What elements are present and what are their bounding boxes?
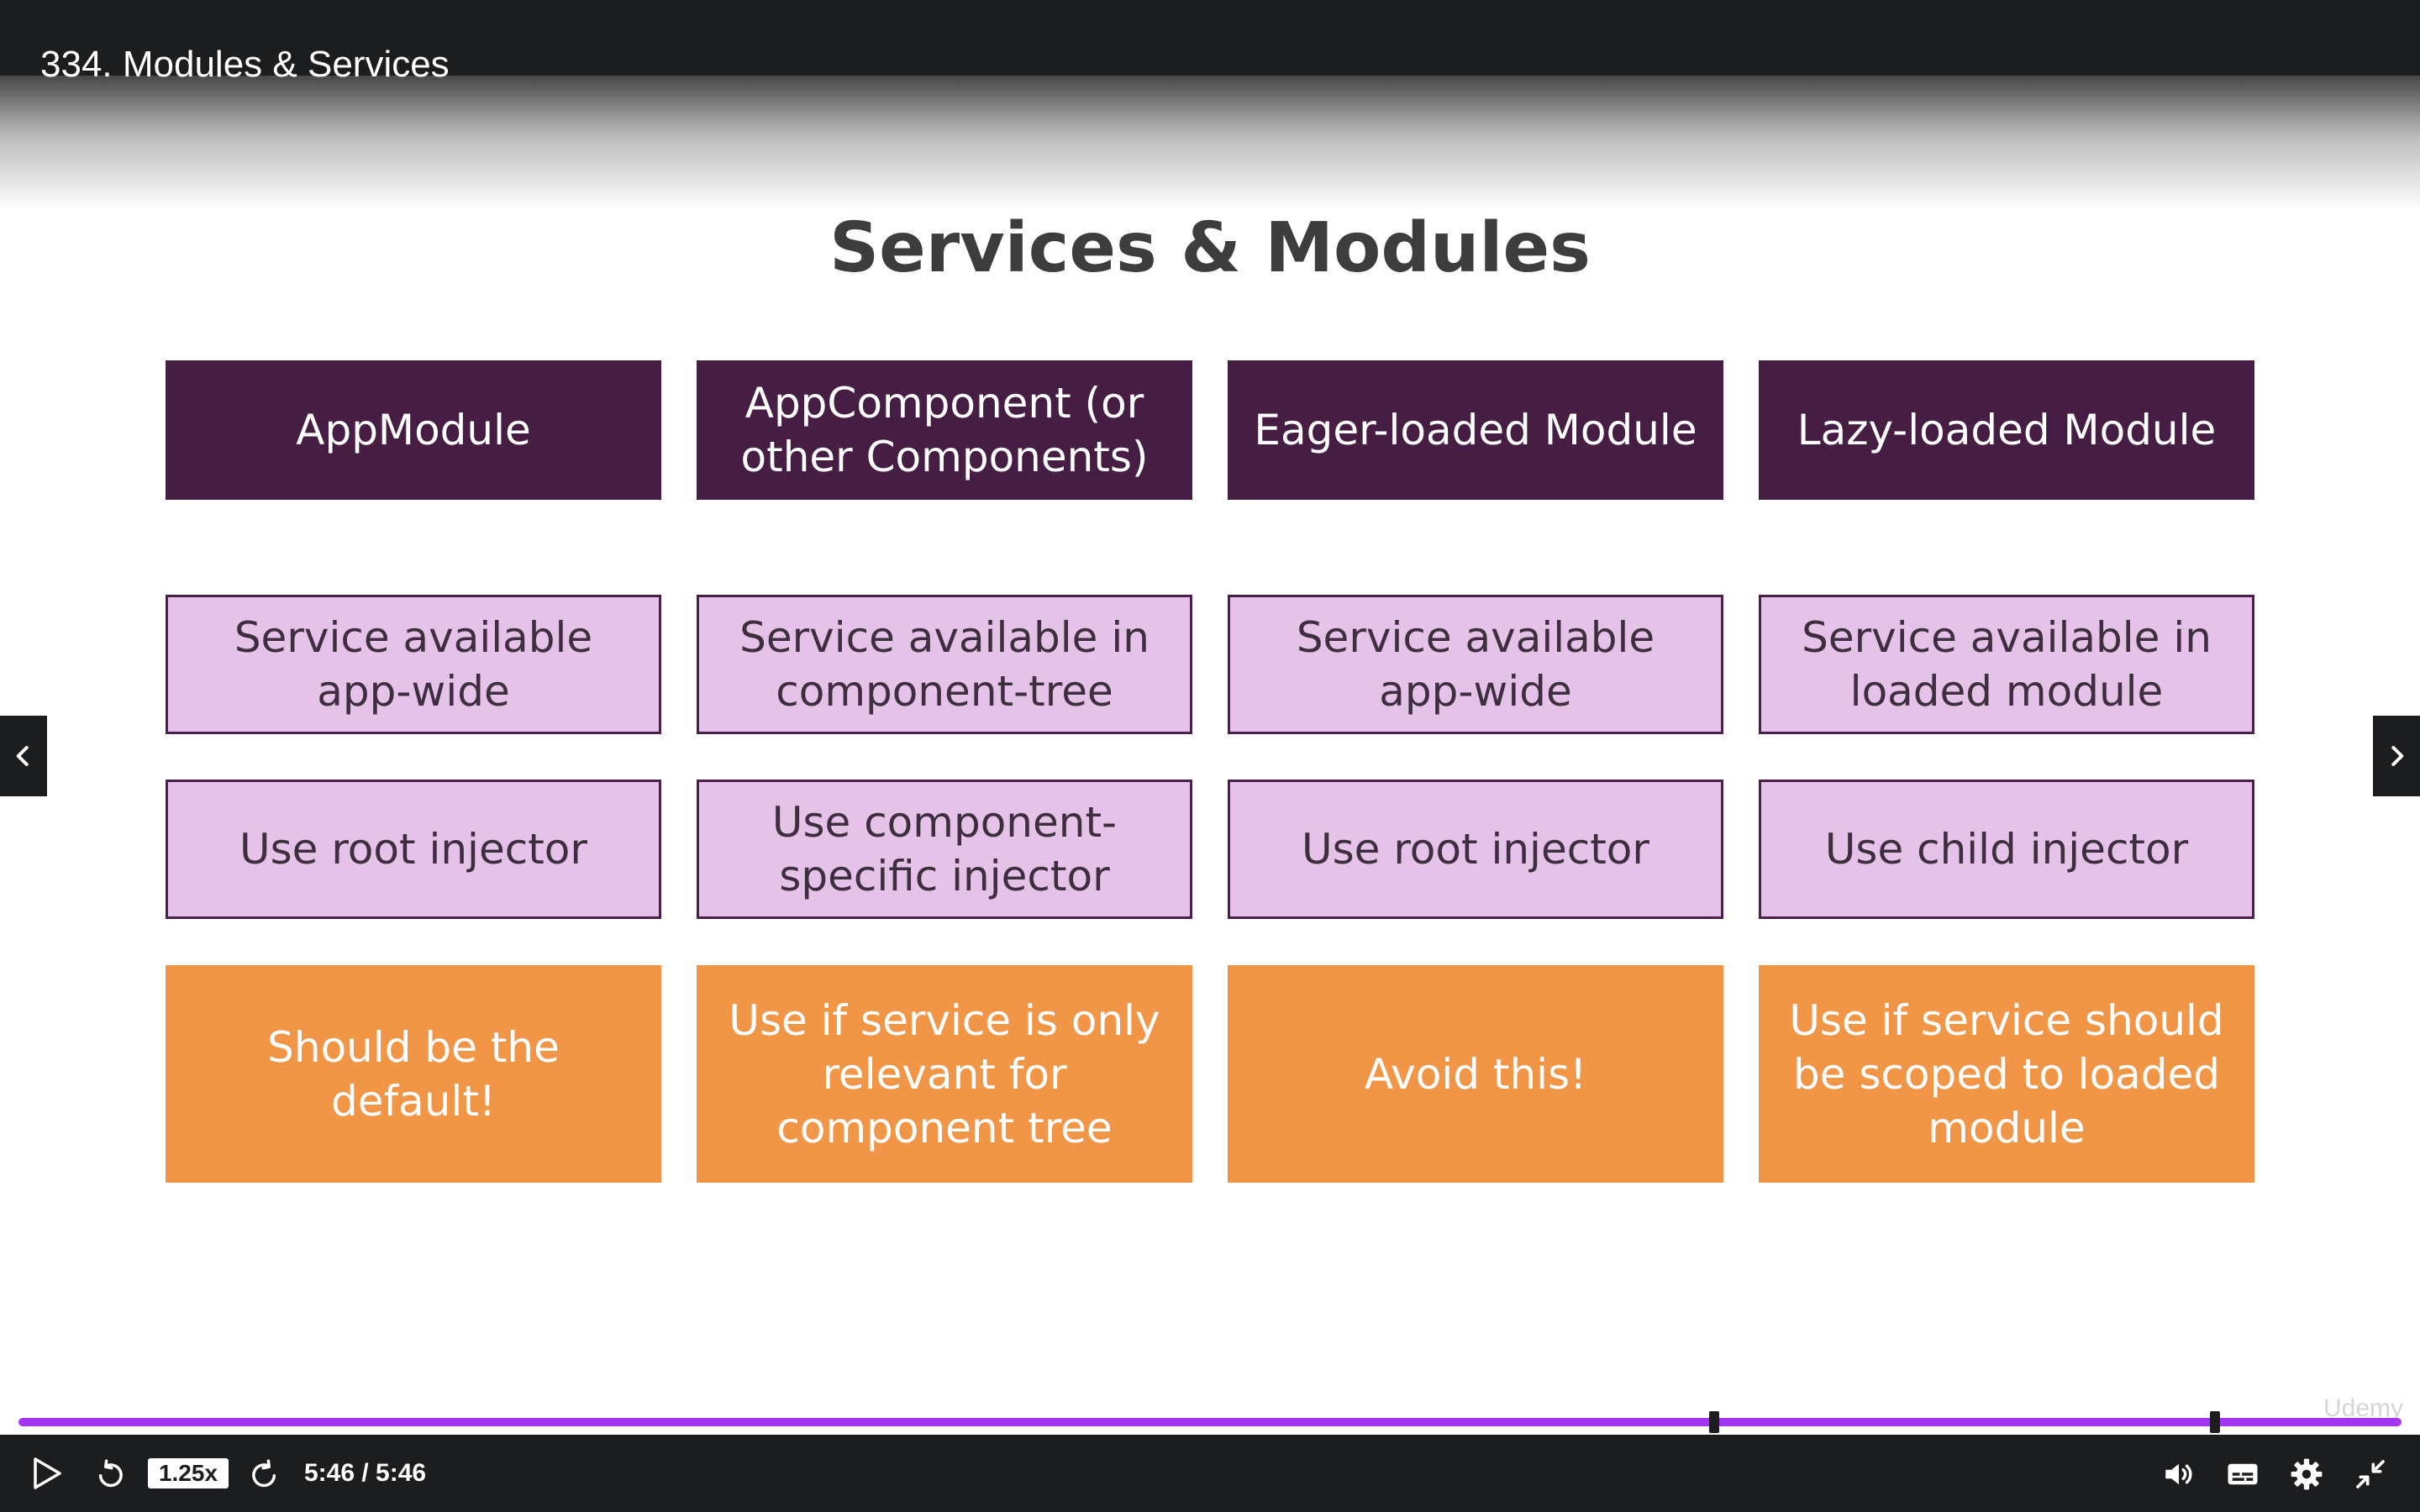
settings-button[interactable]	[2287, 1455, 2326, 1494]
lecture-title: 334. Modules & Services	[40, 44, 450, 85]
volume-button[interactable]	[2160, 1455, 2198, 1494]
gear-icon	[2291, 1458, 2323, 1490]
lecture-header-bar	[0, 0, 2420, 76]
captions-icon	[2228, 1463, 2258, 1485]
captions-button[interactable]	[2223, 1455, 2262, 1494]
previous-lecture-button[interactable]	[0, 716, 47, 796]
playback-speed-button[interactable]: 1.25x	[148, 1458, 229, 1488]
time-display: 5:46 / 5:46	[304, 1459, 427, 1487]
rewind-icon	[98, 1459, 123, 1488]
play-button[interactable]	[30, 1455, 64, 1492]
header-box-appmodule: AppModule	[166, 360, 661, 500]
rewind-button[interactable]	[91, 1455, 129, 1494]
exit-fullscreen-button[interactable]	[2351, 1455, 2390, 1494]
header-gradient	[0, 76, 2420, 210]
progress-bar[interactable]	[18, 1418, 2402, 1426]
recommendation-box-lazy-module: Use if service should be scoped to loade…	[1759, 965, 2254, 1183]
forward-icon	[252, 1459, 276, 1488]
recommendation-box-appcomponent: Use if service is only relevant for comp…	[697, 965, 1192, 1183]
injector-box-eager-module: Use root injector	[1228, 780, 1723, 919]
forward-button[interactable]	[245, 1455, 284, 1494]
chevron-left-icon	[16, 746, 29, 766]
recommendation-box-eager-module: Avoid this!	[1228, 965, 1723, 1183]
header-box-appcomponent: AppComponent (or other Components)	[697, 360, 1192, 500]
recommendation-box-appmodule: Should be the default!	[166, 965, 661, 1183]
exit-fullscreen-icon	[2356, 1460, 2385, 1488]
next-lecture-button[interactable]	[2373, 716, 2420, 796]
availability-box-appmodule: Service available app-wide	[166, 595, 661, 734]
chevron-right-icon	[2391, 746, 2404, 766]
availability-box-appcomponent: Service available in component-tree	[697, 595, 1192, 734]
injector-box-appmodule: Use root injector	[166, 780, 661, 919]
watermark: Udemy	[2323, 1394, 2403, 1422]
player-control-bar	[0, 1435, 2420, 1512]
injector-box-appcomponent: Use component-specific injector	[697, 780, 1192, 919]
volume-icon	[2165, 1463, 2192, 1485]
progress-marker	[2210, 1411, 2220, 1433]
availability-box-eager-module: Service available app-wide	[1228, 595, 1723, 734]
play-icon	[34, 1457, 61, 1489]
header-box-eager-module: Eager-loaded Module	[1228, 360, 1723, 500]
slide-title: Services & Modules	[829, 208, 1591, 288]
injector-box-lazy-module: Use child injector	[1759, 780, 2254, 919]
availability-box-lazy-module: Service available in loaded module	[1759, 595, 2254, 734]
header-box-lazy-module: Lazy-loaded Module	[1759, 360, 2254, 500]
progress-marker	[1709, 1411, 1719, 1433]
